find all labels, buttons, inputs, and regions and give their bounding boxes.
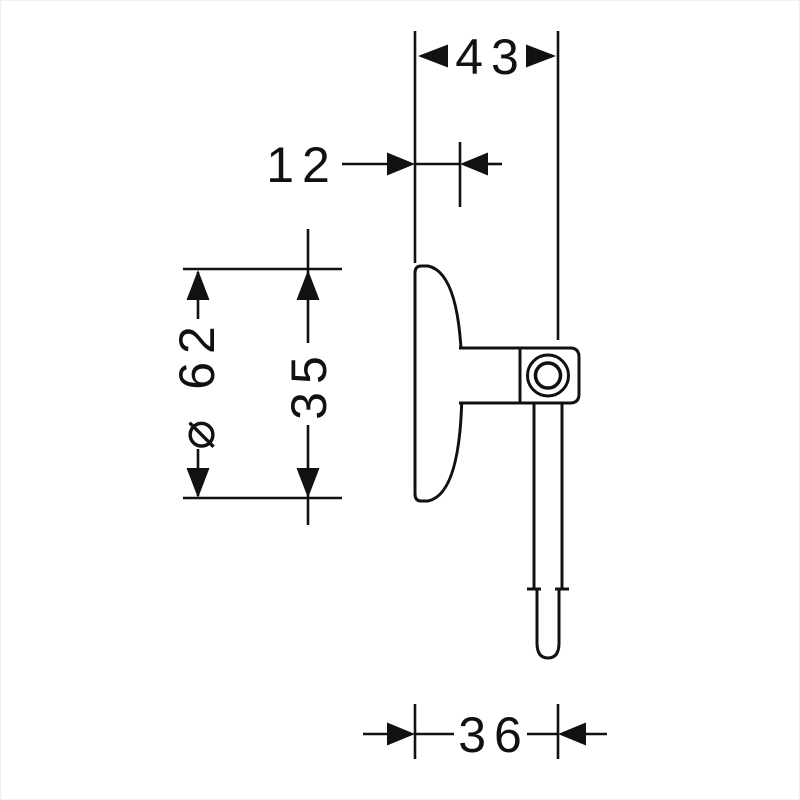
screw-cap-inner <box>533 361 563 390</box>
dim-35-arrow-bottom <box>296 468 320 498</box>
dim-12-label: 12 <box>266 137 338 193</box>
dim-35-arrow-top <box>296 270 320 300</box>
dim-35-label: 35 <box>281 348 337 420</box>
dim-36-label: 36 <box>458 707 530 763</box>
dim-43-label: 43 <box>455 29 527 85</box>
dim-62-arrow-top <box>186 270 210 300</box>
dim-62-label: ⌀ 62 <box>169 318 225 450</box>
dim-36-arrow-right <box>558 722 586 746</box>
rod-rounded-tip <box>535 642 561 660</box>
dim-62-arrow-bottom <box>186 468 210 498</box>
dim-12-arrow-right <box>460 152 488 176</box>
dim-36-arrow-left <box>387 722 415 746</box>
wall-plate <box>413 264 464 503</box>
dim-43-arrow-left <box>418 44 448 68</box>
dim-12-arrow-left <box>387 152 415 176</box>
screw-cap-outer <box>526 353 570 398</box>
dim-43-arrow-right <box>526 44 556 68</box>
